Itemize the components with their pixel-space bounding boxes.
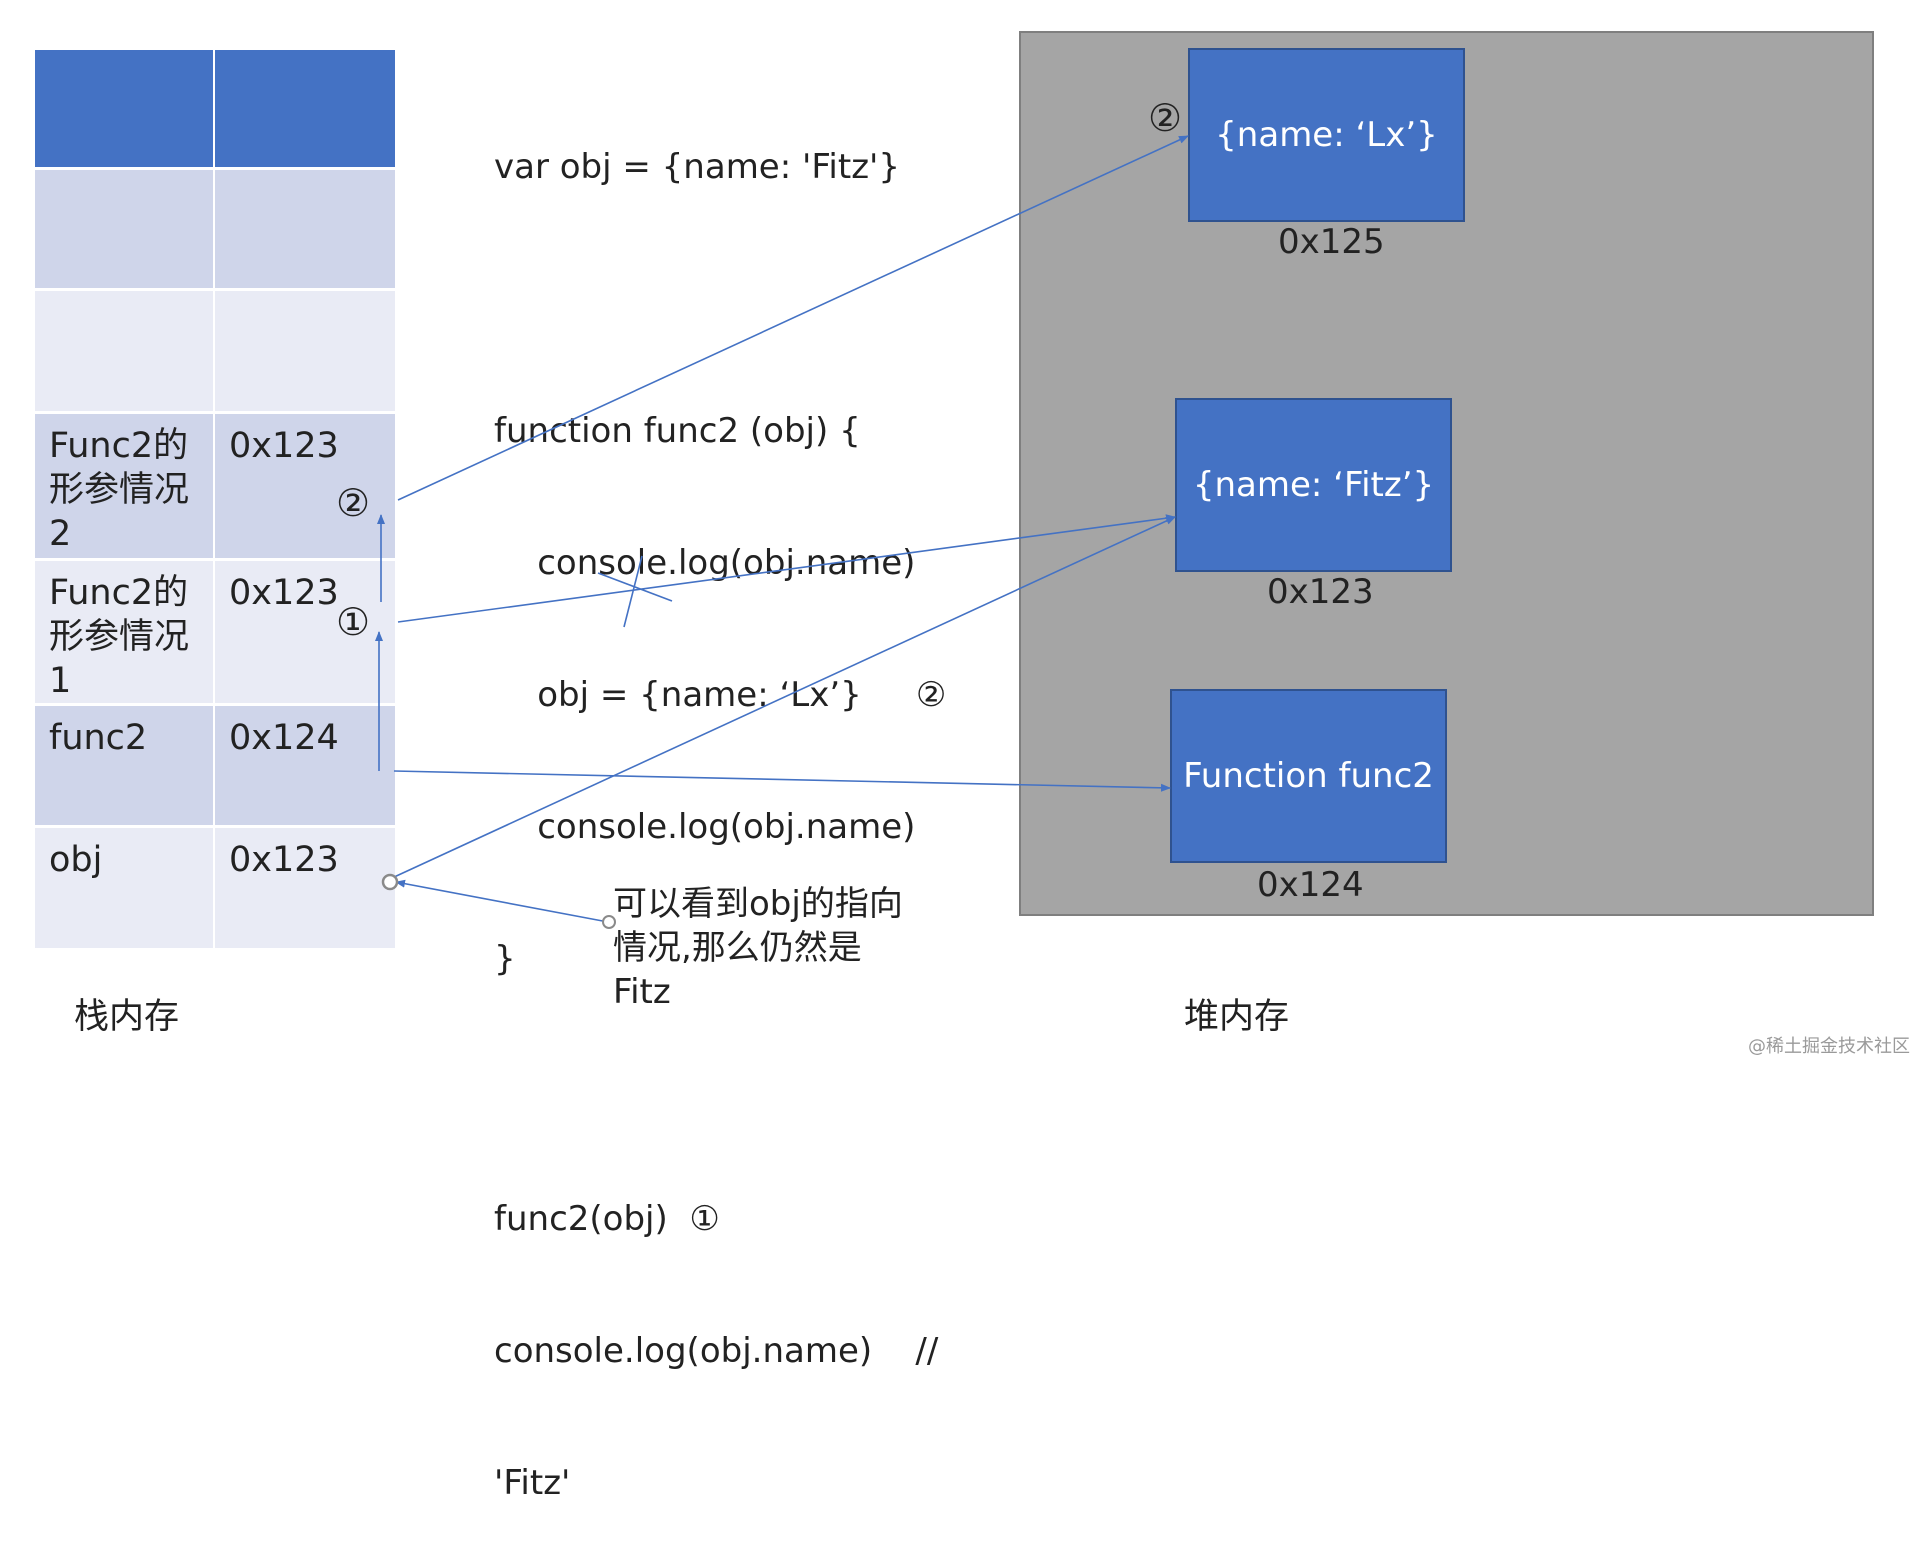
stack-row-1-value	[215, 170, 395, 288]
stack-memory-label: 栈内存	[74, 997, 180, 1037]
arrow-param1-to-fitz	[397, 514, 1176, 623]
note-line: 可以看到obj的指向	[613, 884, 903, 924]
code-line	[494, 1069, 946, 1109]
note-anchor-dot	[602, 915, 616, 929]
stack-row-3-value: 0x123	[215, 414, 395, 558]
stack-row-4-name: Func2的 形参情况 1	[35, 561, 213, 703]
heap-object-lx: {name: ‘Lx’}	[1188, 48, 1465, 222]
arrow-param2-to-lx	[397, 135, 1189, 501]
cross-mark-line	[623, 555, 643, 628]
arrow-note-to-obj	[395, 879, 609, 923]
heap-address-func2: 0x124	[1257, 865, 1364, 905]
stack-row-2-value	[215, 291, 395, 411]
code-line: var obj = {name: 'Fitz'}	[494, 147, 901, 187]
note-line: Fitz	[613, 972, 671, 1012]
code-line: 'Fitz'	[494, 1463, 571, 1503]
watermark: @稀土掘金技术社区	[1748, 1036, 1910, 1057]
stack-row-4-value: 0x123	[215, 561, 395, 703]
stack-row-2-name	[35, 291, 213, 411]
stack-row-6-value: 0x123	[215, 828, 395, 948]
stack-row-5-value: 0x124	[215, 706, 395, 825]
note-line: 情况,那么仍然是	[613, 928, 862, 968]
code-line: console.log(obj.name) //	[494, 1331, 939, 1371]
obj-anchor-dot	[381, 873, 399, 891]
marker-two-stack: ②	[336, 481, 371, 525]
stack-row-1-name	[35, 170, 213, 288]
heap-address-fitz: 0x123	[1267, 572, 1374, 612]
arrow-func2-to-function	[393, 770, 1171, 792]
stack-header-name	[35, 50, 213, 167]
stack-header-value	[215, 50, 395, 167]
code-line: func2(obj) ①	[494, 1199, 720, 1239]
marker-one-stack: ①	[336, 600, 371, 644]
code-line: }	[494, 939, 516, 979]
stack-row-3-name: Func2的 形参情况 2	[35, 414, 213, 558]
code-line: function func2 (obj) {	[494, 411, 861, 451]
cross-mark-line	[597, 572, 673, 602]
heap-object-func2: Function func2	[1170, 689, 1447, 863]
marker-two-heap: ②	[1148, 96, 1183, 140]
arrow-obj-to-fitz	[391, 516, 1176, 879]
heap-address-lx: 0x125	[1278, 222, 1385, 262]
note-text: 可以看到obj的指向 情况,那么仍然是 Fitz	[613, 882, 903, 1014]
code-line: console.log(obj.name)	[494, 807, 916, 847]
heap-memory-label: 堆内存	[1184, 997, 1290, 1037]
heap-object-fitz: {name: ‘Fitz’}	[1175, 398, 1452, 572]
stack-row-6-name: obj	[35, 828, 213, 948]
stack-row-5-name: func2	[35, 706, 213, 825]
code-line: console.log(obj.name)	[494, 543, 916, 583]
connector-overlay	[375, 135, 1189, 929]
code-line: obj = {name: ‘Lx’} ②	[494, 675, 947, 715]
